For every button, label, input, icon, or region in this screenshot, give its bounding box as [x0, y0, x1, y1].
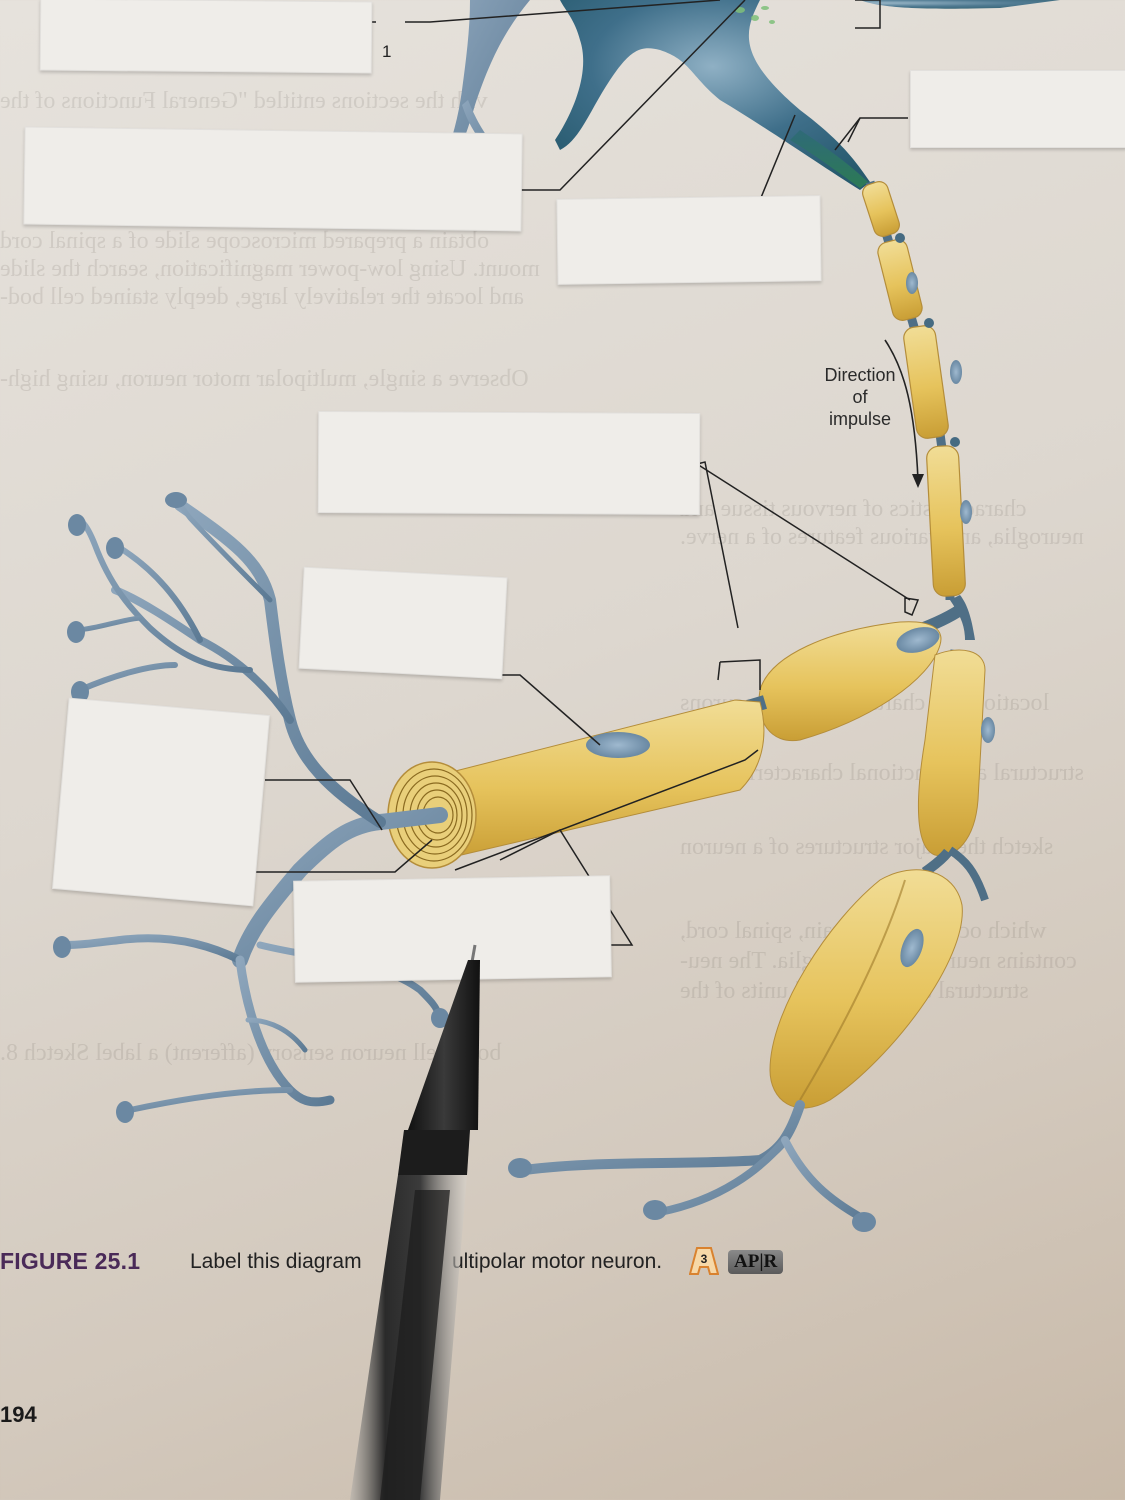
- arrowhead-icon: [912, 474, 924, 488]
- figure-caption: FIGURE 25.1 Label this diagram ultipolar…: [0, 1247, 784, 1275]
- lower-myelin-segments: [769, 649, 995, 1109]
- level-badge-icon: 3: [689, 1247, 719, 1275]
- terminal-knobs: [508, 1158, 876, 1232]
- direction-of-impulse-label: Direction of impulse: [812, 364, 908, 430]
- caption-text-left: Label this diagram: [190, 1250, 362, 1273]
- svg-text:3: 3: [701, 1252, 708, 1266]
- direction-line-2: of: [852, 387, 868, 407]
- label-box-top-left[interactable]: [39, 0, 373, 74]
- label-box-upper-left[interactable]: [23, 126, 523, 232]
- myelinated-axon: [862, 180, 975, 641]
- direction-arrow: [884, 339, 919, 481]
- label-box-left-tilted[interactable]: [52, 697, 270, 907]
- label-box-top-center[interactable]: [556, 195, 822, 285]
- caption-text-right: ultipolar motor neuron.: [452, 1250, 663, 1273]
- direction-line-1: Direction: [824, 365, 896, 385]
- apr-badge[interactable]: AP|R: [728, 1250, 784, 1274]
- axon-terminals: [520, 1100, 866, 1222]
- direction-line-3: impulse: [828, 409, 892, 429]
- label-box-bottom-center[interactable]: [293, 875, 612, 983]
- label-box-upper-right[interactable]: [910, 70, 1125, 148]
- figure-number: FIGURE 25.1: [0, 1248, 141, 1274]
- leader-number: 1: [382, 42, 392, 61]
- page-number: 194: [0, 1402, 37, 1427]
- myelin-sheath-cutaway: [387, 699, 765, 869]
- schwann-cell-large: [742, 621, 942, 742]
- label-box-center-small[interactable]: [298, 566, 508, 680]
- label-box-mid-center[interactable]: [317, 411, 701, 515]
